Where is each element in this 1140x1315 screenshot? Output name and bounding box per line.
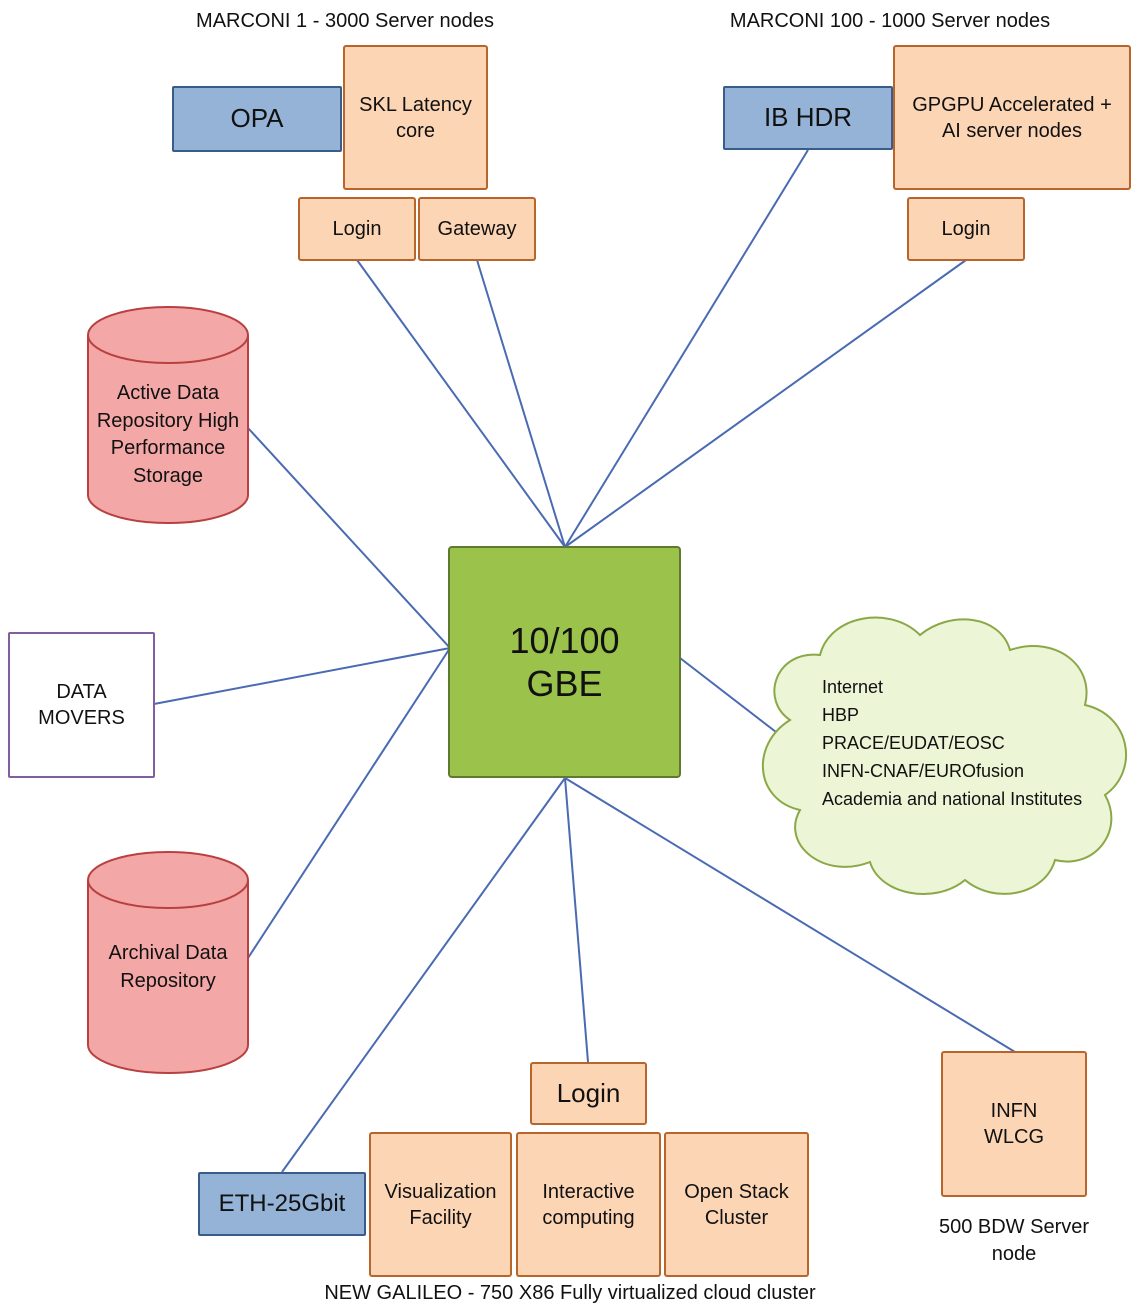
eth-25gbit-interconnect-box: ETH-25Gbit	[198, 1172, 366, 1236]
core-switch-label: 10/100 GBE	[509, 619, 620, 704]
gpgpu-compute-box: GPGPU Accelerated + AI server nodes	[893, 45, 1131, 190]
galileo-login-label: Login	[556, 1077, 621, 1108]
core-switch-box: 10/100 GBE	[448, 546, 681, 778]
skl-compute-label: SKL Latency core	[359, 93, 472, 142]
eth-25gbit-label: ETH-25Gbit	[218, 1190, 346, 1218]
active-storage-cylinder	[87, 306, 249, 524]
link-marconi1-gateway	[476, 259, 566, 548]
archival-storage-label: Archival Data Repository	[108, 942, 228, 992]
external-item: Academia and national Institutes	[822, 788, 1083, 809]
ib-hdr-interconnect-box: IB HDR	[723, 86, 893, 150]
visualization-facility-label: Visualization Facility	[384, 1180, 497, 1229]
link-galileo-login	[564, 777, 589, 1063]
external-item: HBP	[822, 704, 860, 725]
link-marconi1-login	[356, 259, 566, 548]
ib-hdr-label: IB HDR	[763, 102, 853, 133]
open-stack-cluster-box: Open Stack Cluster	[664, 1132, 809, 1277]
external-item: INFN-CNAF/EUROfusion	[822, 760, 1025, 781]
link-data-movers	[153, 647, 451, 705]
data-movers-label: DATA MOVERS	[38, 681, 125, 729]
interactive-computing-label: Interactive computing	[542, 1180, 635, 1229]
infn-caption: 500 BDW Server node	[938, 1216, 1090, 1265]
opa-label: OPA	[230, 103, 284, 134]
skl-compute-box: SKL Latency core	[343, 45, 488, 190]
external-item: PRACE/EUDAT/EOSC	[822, 732, 1005, 753]
link-eth-25gbit	[281, 777, 566, 1173]
marconi100-login-box: Login	[907, 197, 1025, 261]
marconi100-caption: MARCONI 100 - 1000 Server nodes	[729, 10, 1051, 32]
external-item: Internet	[822, 677, 884, 697]
data-movers-box: DATA MOVERS	[8, 632, 155, 778]
marconi1-login-box: Login	[298, 197, 416, 261]
open-stack-cluster-label: Open Stack Cluster	[684, 1180, 789, 1229]
archival-storage-cylinder	[87, 851, 249, 1074]
galileo-login-box: Login	[530, 1062, 647, 1125]
interactive-computing-box: Interactive computing	[516, 1132, 661, 1277]
galileo-caption: NEW GALILEO - 750 X86 Fully virtualized …	[324, 1282, 816, 1304]
infn-wlcg-box: INFN WLCG	[941, 1051, 1087, 1197]
gateway-box: Gateway	[418, 197, 536, 261]
active-storage-label: Active Data Repository High Performance …	[96, 382, 240, 487]
infn-wlcg-label: INFN WLCG	[984, 1100, 1044, 1148]
link-infn	[564, 777, 1016, 1053]
link-cloud	[679, 657, 777, 733]
marconi1-login-label: Login	[332, 218, 382, 240]
external-networks-list: Internet HBP PRACE/EUDAT/EOSC INFN-CNAF/…	[822, 674, 1082, 813]
opa-interconnect-box: OPA	[172, 86, 342, 152]
gpgpu-compute-label: GPGPU Accelerated + AI server nodes	[912, 93, 1112, 142]
visualization-facility-box: Visualization Facility	[369, 1132, 512, 1277]
gateway-label: Gateway	[437, 218, 517, 240]
link-marconi100-login	[564, 259, 967, 548]
marconi1-caption: MARCONI 1 - 3000 Server nodes	[196, 10, 494, 32]
external-network-cloud	[761, 616, 1127, 895]
marconi100-login-label: Login	[941, 218, 991, 240]
link-archival-storage	[247, 647, 451, 959]
link-ib-hdr	[564, 149, 809, 548]
link-active-storage	[247, 427, 451, 649]
